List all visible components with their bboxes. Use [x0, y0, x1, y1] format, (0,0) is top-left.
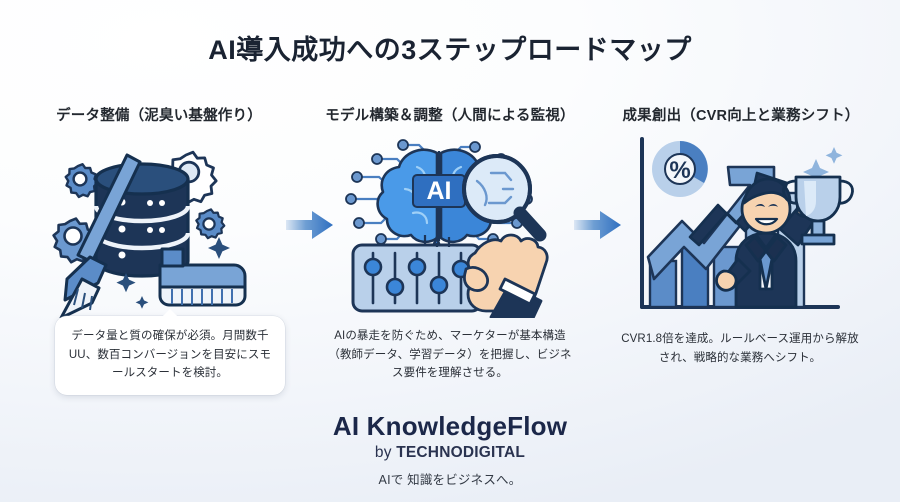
- ai-badge: AI: [412, 174, 466, 208]
- brand-company-line: by TECHNODIGITAL: [0, 444, 900, 462]
- arrow-right-icon: [286, 211, 333, 239]
- flow-arrow-1: [286, 208, 334, 247]
- arrow-right-icon: [574, 211, 621, 239]
- step-1-caption-bubble: データ量と質の確保が必須。月間数千UU、数百コンバージョンを目安にスモールスター…: [55, 309, 285, 395]
- footer-branding: AI KnowledgeFlow by TECHNODIGITAL AIで 知識…: [0, 411, 900, 488]
- step-3-heading: 成果創出（CVR向上と業務シフト）: [622, 108, 860, 124]
- flow-arrow-2: [574, 208, 622, 247]
- step-3-caption: CVR1.8倍を達成。ルールベース運用から解放され、戦略的な業務へシフト。: [621, 333, 859, 364]
- brand-tagline: AIで 知識をビジネスへ。: [378, 473, 522, 488]
- database-cleaning-icon: [52, 150, 247, 318]
- step-column-1: データ整備（泥臭い基盤作り）: [18, 104, 300, 318]
- ai-badge-label: AI: [427, 177, 452, 205]
- ai-brain-tuning-icon: AI: [345, 139, 549, 318]
- company-name: TECHNODIGITAL: [396, 444, 526, 462]
- brand-name: AI KnowledgeFlow: [332, 411, 568, 441]
- step-2-heading: モデル構築＆調整（人間による監視）: [325, 108, 575, 124]
- step-1-heading: データ整備（泥臭い基盤作り）: [56, 108, 262, 124]
- percent-donut-icon: %: [652, 141, 708, 197]
- step-3-illustration: %: [600, 133, 882, 318]
- step-2-caption: AIの暴走を防ぐため、マーケターが基本構造（教師データ、学習データ）を把握し、ビ…: [328, 330, 572, 380]
- by-word: by: [374, 444, 392, 462]
- page-title: AI導入成功への3ステップロードマップ: [208, 35, 692, 65]
- percent-symbol: %: [669, 157, 690, 184]
- growth-trophy-icon: %: [640, 137, 854, 309]
- step-column-3: 成果創出（CVR向上と業務シフト） %: [600, 104, 882, 318]
- step-column-2: モデル構築＆調整（人間による監視）: [309, 104, 591, 318]
- step-1-illustration: [18, 133, 300, 318]
- step-2-illustration: AI: [309, 133, 591, 318]
